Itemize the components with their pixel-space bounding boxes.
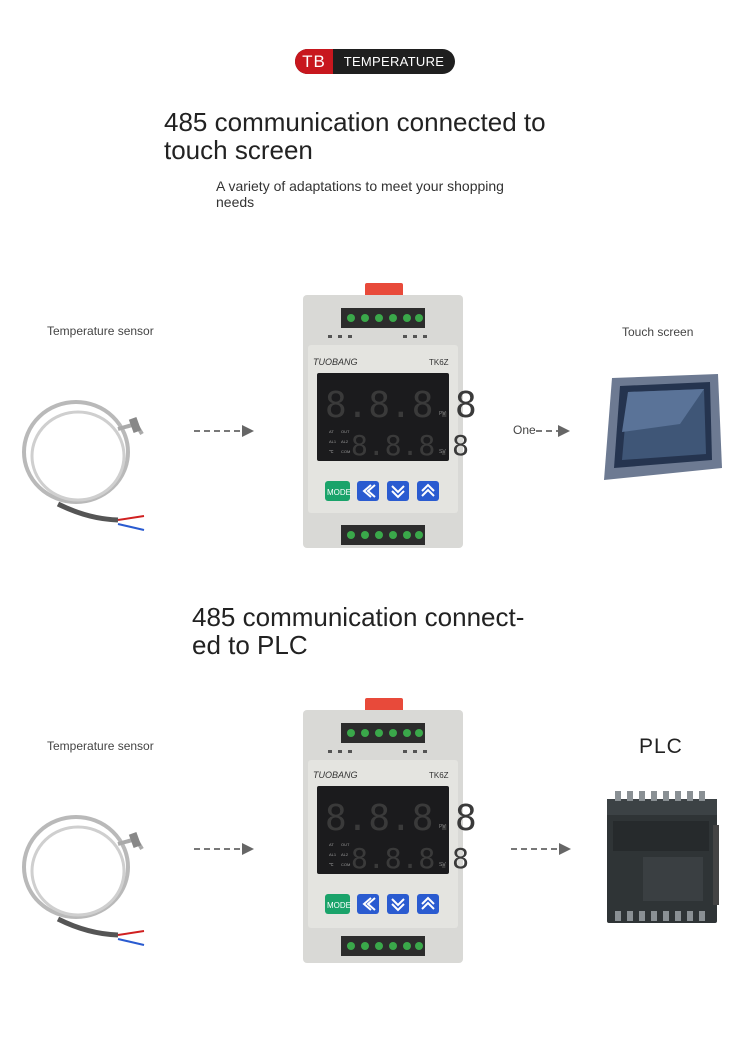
temperature-controller-image: TUOBANG TK6Z 8.8.8.8 8.8.8.8 PV SV AT OU…: [303, 698, 477, 963]
brand-word: TEMPERATURE: [343, 54, 445, 69]
arrow-right-icon: [194, 843, 254, 855]
ind-at: AT: [329, 429, 334, 434]
section1-subtitle-line2: needs: [216, 194, 255, 210]
arrow-right-icon: [511, 843, 571, 855]
arrow-right-icon: [536, 425, 570, 437]
ind-com: COM: [341, 449, 350, 454]
mode-button[interactable]: [325, 481, 350, 501]
ind-c: ℃: [329, 449, 334, 454]
brand-badge: TB TEMPERATURE: [295, 49, 455, 74]
section2-title: 485 communication connect- ed to PLC: [192, 603, 524, 659]
sv-label: SV: [439, 449, 446, 455]
ind-at: AT: [329, 842, 334, 847]
temperature-sensor-image: [22, 815, 145, 946]
arrow-right-icon: [194, 425, 254, 437]
device-model: TK6Z: [429, 771, 449, 780]
mode-button-label: MODE: [327, 901, 351, 910]
section2-title-line2: ed to PLC: [192, 630, 308, 660]
section2-title-line1: 485 communication connect-: [192, 602, 525, 632]
device-brand: TUOBANG: [313, 770, 358, 780]
sv-label: SV: [439, 862, 446, 868]
device-model: TK6Z: [429, 358, 449, 367]
display-sv: 8.8.8.8: [351, 429, 469, 462]
ind-al2: AL2: [341, 439, 349, 444]
temperature-sensor-image: [22, 400, 145, 531]
section1-subtitle: A variety of adaptations to meet your sh…: [216, 178, 504, 210]
ind-al2: AL2: [341, 852, 349, 857]
section1-left-label: Temperature sensor: [47, 324, 154, 338]
temperature-controller-image: TUOBANG TK6Z 8.8.8.8 8.8.8.8 PV SV AT OU…: [303, 283, 477, 548]
ind-c: ℃: [329, 862, 334, 867]
section1-title-line1: 485 communication connected to: [164, 107, 546, 137]
display-pv: 8.8.8.8: [325, 385, 477, 426]
ind-out: OUT: [341, 429, 350, 434]
mode-button[interactable]: [325, 894, 350, 914]
arrow-label: One: [513, 423, 536, 437]
section2-left-label: Temperature sensor: [47, 739, 154, 753]
ind-out: OUT: [341, 842, 350, 847]
ind-com: COM: [341, 862, 350, 867]
section1-title: 485 communication connected to touch scr…: [164, 108, 546, 164]
display-pv: 8.8.8.8: [325, 798, 477, 839]
plc-image: [607, 791, 719, 923]
device-brand: TUOBANG: [313, 357, 358, 367]
section1-title-line2: touch screen: [164, 135, 313, 165]
display-sv: 8.8.8.8: [351, 842, 469, 875]
ind-al1: AL1: [329, 852, 337, 857]
mode-button-label: MODE: [327, 488, 351, 497]
ind-al1: AL1: [329, 439, 337, 444]
brand-logo: TB: [295, 49, 333, 74]
pv-label: PV: [439, 824, 446, 830]
section2-right-label: PLC: [639, 735, 683, 758]
section1-right-label: Touch screen: [622, 325, 694, 339]
touch-screen-image: [604, 374, 722, 480]
section1-subtitle-line1: A variety of adaptations to meet your sh…: [216, 178, 504, 194]
pv-label: PV: [439, 411, 446, 417]
